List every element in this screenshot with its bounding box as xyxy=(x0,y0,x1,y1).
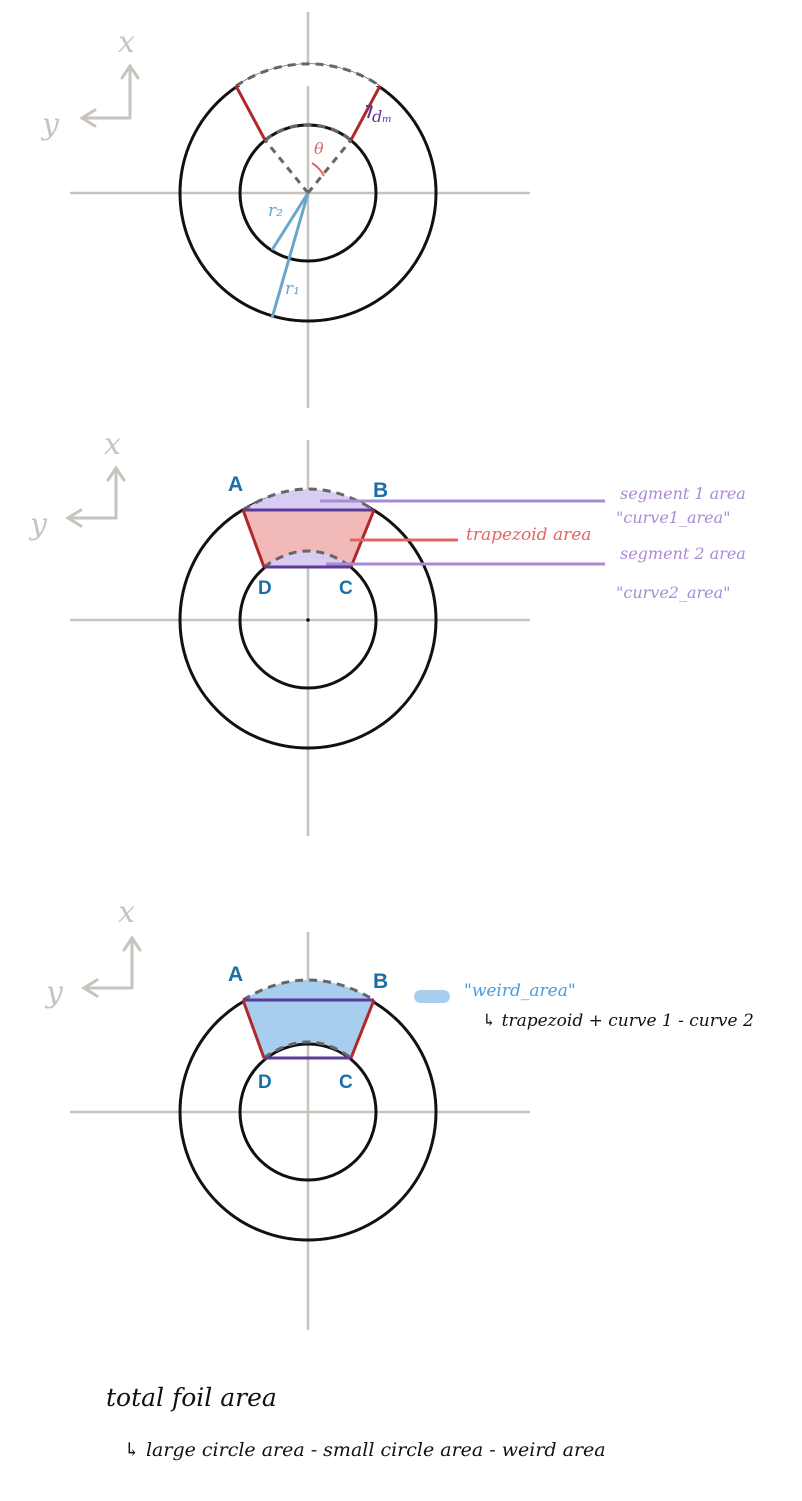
point-c-label: C xyxy=(339,578,353,599)
inner-dashed-arc xyxy=(264,123,352,142)
point-b-label: B xyxy=(373,479,388,502)
dm-label: dₘ xyxy=(372,107,392,126)
x-axis-label: x xyxy=(118,895,135,930)
red-side-right xyxy=(349,999,376,1059)
y-axis-label: y xyxy=(28,507,48,542)
center-dot xyxy=(306,618,310,622)
segment-2-variable: "curve2_area" xyxy=(616,583,731,602)
red-side-left xyxy=(234,85,267,141)
trapezoid-fill xyxy=(243,510,374,567)
red-side-left xyxy=(241,509,266,568)
theta-label: θ xyxy=(314,139,324,158)
outer-dashed-arc xyxy=(242,978,375,1002)
segment-1-fill xyxy=(243,489,374,510)
y-axis-arrow xyxy=(79,108,132,128)
y-axis-label: y xyxy=(44,975,64,1010)
weird-area-formula: ↳ trapezoid + curve 1 - curve 2 xyxy=(482,1011,754,1031)
y-axis-label: y xyxy=(40,107,60,142)
point-a-label: A xyxy=(228,963,243,986)
small-circle xyxy=(238,1042,378,1182)
x-axis-label: x xyxy=(118,25,135,60)
point-a-label: A xyxy=(228,473,243,496)
radius-r2 xyxy=(270,192,310,251)
segment-1-label: segment 1 area xyxy=(620,484,746,503)
diagram-2-geometry xyxy=(65,440,605,836)
dm-bracket xyxy=(366,105,373,119)
r1-label: r₁ xyxy=(285,279,300,299)
red-side-right xyxy=(349,85,382,141)
red-side-left xyxy=(241,999,266,1059)
axis-indicator-1 xyxy=(79,63,140,128)
y-axis-arrow xyxy=(81,978,134,998)
point-d-label: D xyxy=(258,1072,272,1093)
diagram-3-geometry xyxy=(70,932,530,1330)
weird-area-legend-swatch xyxy=(414,990,450,1003)
weird-area-label: "weird_area" xyxy=(464,981,576,1001)
radius-r1 xyxy=(270,192,310,319)
outer-dashed-arc xyxy=(235,62,381,88)
inner-dashed-arc xyxy=(263,1040,352,1060)
segment-1-variable: "curve1_area" xyxy=(616,508,731,527)
r2-label: r₂ xyxy=(268,201,283,221)
point-c-label: C xyxy=(339,1072,353,1093)
x-axis-arrow xyxy=(106,465,126,520)
y-axis-arrow xyxy=(65,508,118,528)
trapezoid-label: trapezoid area xyxy=(466,525,591,545)
dashed-radial-left xyxy=(263,139,310,194)
axis-indicator-3 xyxy=(81,935,142,998)
point-d-label: D xyxy=(258,578,272,599)
diagram-1-geometry xyxy=(70,12,530,408)
inner-dashed-arc xyxy=(263,549,352,569)
total-foil-area-title: total foil area xyxy=(106,1383,277,1412)
x-axis-label: x xyxy=(104,427,121,462)
total-foil-area-formula: ↳ large circle area - small circle area … xyxy=(124,1439,606,1461)
point-b-label: B xyxy=(373,970,388,993)
x-axis-arrow xyxy=(120,63,140,120)
outer-dashed-arc xyxy=(242,487,375,512)
dashed-radial-right xyxy=(306,139,353,194)
x-axis-arrow xyxy=(122,935,142,990)
axis-indicator-2 xyxy=(65,465,126,528)
segment-2-label: segment 2 area xyxy=(620,544,746,563)
theta-arc xyxy=(311,162,325,177)
